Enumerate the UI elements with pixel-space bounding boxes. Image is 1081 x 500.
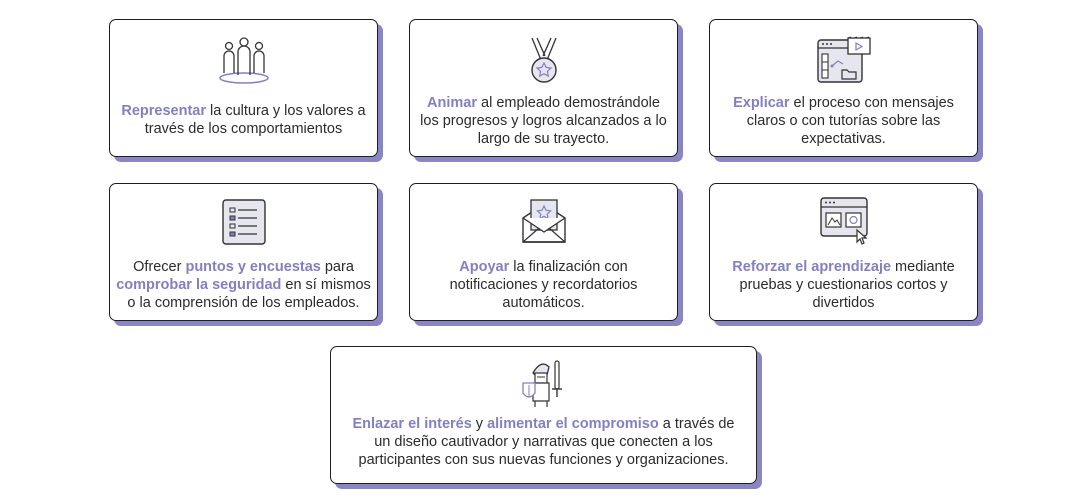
card-enlazar: Enlazar el interés y alimentar el compro… <box>330 346 757 484</box>
card-apoyar: Apoyar la finalización con notificacione… <box>409 183 678 321</box>
card-text: Ofrecer puntos y encuestas para comproba… <box>116 259 371 311</box>
tutorial-video-icon <box>814 36 874 86</box>
card-text: Animar al empleado demostrándole los pro… <box>420 95 667 147</box>
card-representar: Representar la cultura y los valores a t… <box>109 19 378 157</box>
card-explicar: Explicar el proceso con mensajes claros … <box>709 19 978 157</box>
checklist-icon <box>219 198 269 248</box>
card-text: Reforzar el aprendizaje mediante pruebas… <box>732 259 955 311</box>
knight-icon <box>517 357 571 411</box>
card-animar: Animar al empleado demostrándole los pro… <box>409 19 678 157</box>
card-text: Enlazar el interés y alimentar el compro… <box>352 416 735 468</box>
card-text: Apoyar la finalización con notificacione… <box>449 259 638 311</box>
envelope-star-icon <box>519 196 569 246</box>
card-ofrecer: Ofrecer puntos y encuestas para comproba… <box>109 183 378 321</box>
quiz-click-icon <box>817 196 871 250</box>
card-text: Explicar el proceso con mensajes claros … <box>733 95 954 147</box>
card-reforzar: Reforzar el aprendizaje mediante pruebas… <box>709 183 978 321</box>
card-text: Representar la cultura y los valores a t… <box>121 103 366 137</box>
medal-star-icon <box>519 36 569 88</box>
people-culture-icon <box>217 36 271 86</box>
